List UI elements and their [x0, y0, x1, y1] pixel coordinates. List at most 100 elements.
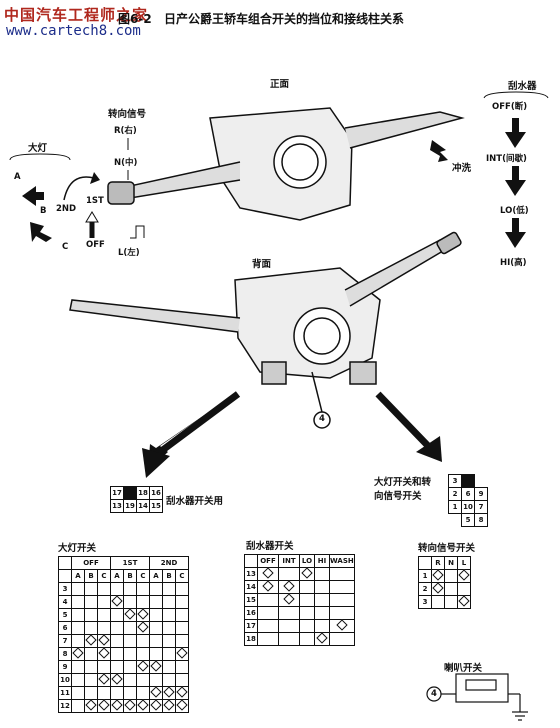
grid-cell — [84, 582, 98, 596]
continuity-node — [262, 567, 274, 579]
label-headlamp: 大灯 — [28, 143, 48, 154]
grid-cell — [431, 569, 445, 583]
grid-cell — [278, 606, 300, 620]
grid-cell — [149, 660, 163, 674]
grid-cell — [149, 621, 163, 635]
continuity-node — [98, 647, 110, 659]
pin: 2 — [448, 487, 462, 501]
figure-title: 日产公爵王轿车组合开关的挡位和接线柱关系 — [164, 12, 405, 26]
grid-cell — [71, 608, 85, 622]
continuity-node — [458, 569, 470, 581]
grid-cell — [175, 686, 189, 700]
continuity-node — [124, 608, 136, 620]
continuity-node — [458, 595, 470, 607]
grid-cell — [97, 660, 111, 674]
title-turn-table: 转向信号开关 — [418, 543, 476, 554]
grid-cell — [278, 632, 300, 646]
column-header: B — [84, 569, 98, 583]
continuity-node — [137, 621, 149, 633]
grid-cell — [175, 660, 189, 674]
column-header: INT — [278, 554, 300, 568]
grid-cell — [123, 686, 137, 700]
continuity-node — [283, 580, 295, 592]
grid-cell — [149, 595, 163, 609]
grid-cell — [136, 595, 150, 609]
grid-cell — [162, 647, 176, 661]
label-pos-b: B — [40, 206, 47, 216]
pin: 9 — [474, 487, 488, 501]
grid-cell — [110, 621, 124, 635]
grid-cell — [299, 593, 315, 607]
pin: 15 — [149, 499, 163, 513]
grid-cell — [278, 567, 300, 581]
pin: 14 — [136, 499, 150, 513]
row-header: 15 — [244, 593, 258, 607]
label-wiper-hi: HI(高) — [500, 258, 527, 268]
grid-cell — [71, 660, 85, 674]
grid-cell — [299, 619, 315, 633]
row-header: 3 — [58, 582, 72, 596]
grid-cell — [136, 634, 150, 648]
grid-cell — [329, 619, 355, 633]
grid-cell — [84, 647, 98, 661]
grid-cell — [71, 595, 85, 609]
grid-cell — [257, 567, 279, 581]
grid-cell — [444, 595, 458, 609]
grid-cell — [329, 593, 355, 607]
row-header: 1 — [418, 569, 432, 583]
grid-cell — [278, 619, 300, 633]
callout-4: 4 — [319, 414, 325, 424]
pin: 1 — [448, 500, 462, 514]
grid-cell — [84, 660, 98, 674]
grid-cell — [110, 582, 124, 596]
column-header: A — [149, 569, 163, 583]
grid-cell — [97, 595, 111, 609]
grid-cell — [97, 673, 111, 687]
grid-cell — [136, 673, 150, 687]
grid-cell — [110, 686, 124, 700]
pin-key — [123, 486, 137, 500]
row-header: 10 — [58, 673, 72, 687]
continuity-node — [163, 699, 175, 711]
grid-cell — [444, 582, 458, 596]
continuity-node — [85, 699, 97, 711]
grid-cell — [175, 582, 189, 596]
grid-cell — [123, 699, 137, 713]
grid-cell — [110, 608, 124, 622]
grid-cell — [278, 593, 300, 607]
row-header: 7 — [58, 634, 72, 648]
title-horn: 喇叭开关 — [444, 663, 483, 674]
grid-cell — [71, 673, 85, 687]
pin: 8 — [474, 513, 488, 527]
grid-cell — [162, 595, 176, 609]
grid-cell — [71, 634, 85, 648]
grid-cell — [136, 608, 150, 622]
grid-cell — [257, 619, 279, 633]
corner-cell — [58, 569, 72, 583]
continuity-node — [301, 567, 313, 579]
title-wiper-table: 刮水器开关 — [246, 541, 294, 552]
grid-cell — [71, 686, 85, 700]
grid-cell — [329, 580, 355, 594]
grid-cell — [71, 699, 85, 713]
grid-cell — [162, 673, 176, 687]
grid-cell — [110, 699, 124, 713]
continuity-node — [336, 619, 348, 631]
label-front: 正面 — [270, 79, 290, 90]
grid-cell — [84, 608, 98, 622]
grid-cell — [84, 673, 98, 687]
grid-cell — [84, 634, 98, 648]
pin: 10 — [461, 500, 475, 514]
label-wiper: 刮水器 — [508, 81, 537, 92]
column-header: B — [162, 569, 176, 583]
grid-cell — [123, 608, 137, 622]
grid-cell — [123, 582, 137, 596]
watermark-brand: 中国汽车工程师之家 — [4, 6, 149, 24]
grid-cell — [431, 595, 445, 609]
column-header: LO — [299, 554, 315, 568]
grid-cell — [71, 621, 85, 635]
grid-cell — [136, 686, 150, 700]
